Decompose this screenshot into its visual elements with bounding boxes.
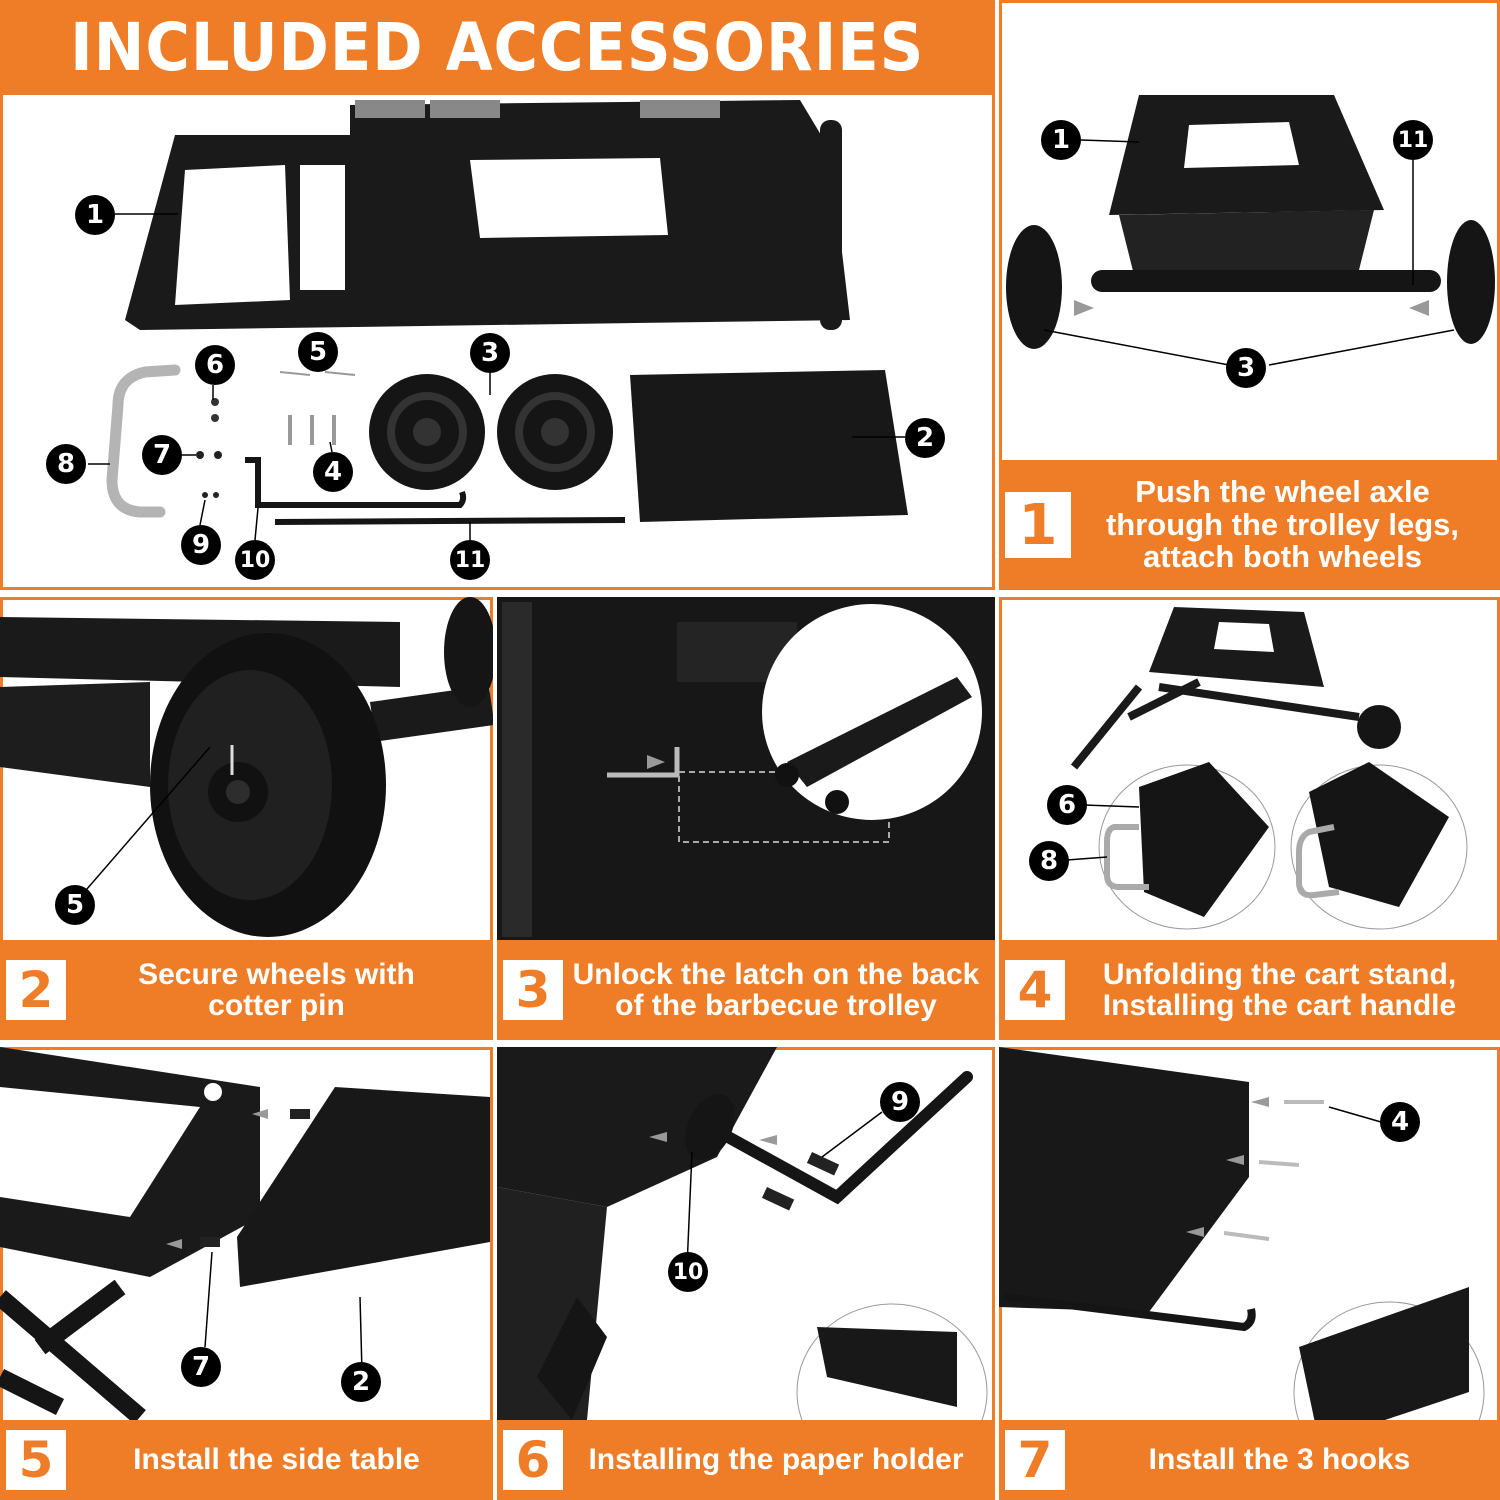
accessory-badge-1: 1: [75, 195, 115, 235]
step-7-caption: 7 Install the 3 hooks: [999, 1420, 1500, 1500]
step-3-text: Unlock the latch on the back of the barb…: [572, 957, 980, 1022]
accessory-badge-8: 8: [46, 444, 86, 484]
step-1-callout-3: 3: [1226, 348, 1266, 388]
step-5-text: Install the side table: [133, 1443, 420, 1477]
step-4-caption: 4 Unfolding the cart stand, Installing t…: [999, 940, 1500, 1040]
step-1-text: Push the wheel axle through the trolley …: [1105, 474, 1460, 575]
step-4-number: 4: [1005, 960, 1065, 1020]
accessory-badge-3: 3: [470, 333, 510, 373]
step-5-callout-7: 7: [181, 1347, 221, 1387]
step-3-panel: 3 Unlock the latch on the back of the ba…: [497, 597, 995, 1040]
step-2-text: Secure wheels with cotter pin: [138, 957, 415, 1022]
step-6-number: 6: [503, 1430, 563, 1490]
step-6-text: Installing the paper holder: [588, 1443, 964, 1477]
step-7-number: 7: [1005, 1430, 1065, 1490]
accessory-badge-4: 4: [313, 452, 353, 492]
accessory-badge-2: 2: [905, 418, 945, 458]
step-3-illustration: [497, 597, 995, 940]
step-5-number: 5: [6, 1430, 66, 1490]
step-3-number: 3: [503, 960, 563, 1020]
step-6-caption: 6 Installing the paper holder: [497, 1420, 995, 1500]
step-2-callout-5: 5: [55, 885, 95, 925]
step-1-callout-11: 11: [1393, 120, 1433, 160]
step-6-callout-9: 9: [880, 1082, 920, 1122]
accessory-badge-5: 5: [298, 332, 338, 372]
accessory-badge-6: 6: [195, 345, 235, 385]
step-4-illustration: [1066, 607, 1468, 930]
step-5-callout-2: 2: [341, 1362, 381, 1402]
step-6-panel: 9 10 6 Installing the paper holder: [497, 1047, 995, 1500]
step-1-caption: 1 Push the wheel axle through the trolle…: [999, 460, 1500, 590]
page-title: INCLUDED ACCESSORIES: [70, 9, 925, 86]
accessories-title-bar: INCLUDED ACCESSORIES: [0, 0, 995, 95]
step-5-caption: 5 Install the side table: [0, 1420, 493, 1500]
step-6-callout-10: 10: [668, 1252, 708, 1292]
step-4-callout-8: 8: [1029, 841, 1069, 881]
step-4-panel: 6 8 4 Unfolding the cart stand, Installi…: [999, 597, 1500, 1040]
step-1-illustration: [1006, 95, 1495, 366]
accessories-illustration: [88, 100, 908, 541]
accessory-badge-10: 10: [235, 540, 275, 580]
step-1-callout-1: 1: [1041, 120, 1081, 160]
step-2-number: 2: [6, 960, 66, 1020]
step-7-text: Install the 3 hooks: [1148, 1443, 1411, 1477]
accessories-panel: INCLUDED ACCESSORIES: [0, 0, 995, 590]
step-1-panel: 1 11 3 1 Push the wheel axle through the…: [999, 0, 1500, 590]
step-4-text: Unfolding the cart stand, Installing the…: [1102, 957, 1457, 1022]
step-2-caption: 2 Secure wheels with cotter pin: [0, 940, 493, 1040]
step-2-illustration: [0, 597, 493, 937]
step-1-number: 1: [1005, 492, 1071, 558]
accessory-badge-9: 9: [181, 525, 221, 565]
step-4-callout-6: 6: [1047, 785, 1087, 825]
step-7-panel: 4 7 Install the 3 hooks: [999, 1047, 1500, 1500]
accessory-badge-7: 7: [142, 435, 182, 475]
step-2-panel: 5 2 Secure wheels with cotter pin: [0, 597, 493, 1040]
accessory-badge-11: 11: [450, 540, 490, 580]
step-7-callout-4: 4: [1380, 1102, 1420, 1142]
step-3-caption: 3 Unlock the latch on the back of the ba…: [497, 940, 995, 1040]
step-5-illustration: [0, 1047, 490, 1424]
step-5-panel: 7 2 5 Install the side table: [0, 1047, 493, 1500]
